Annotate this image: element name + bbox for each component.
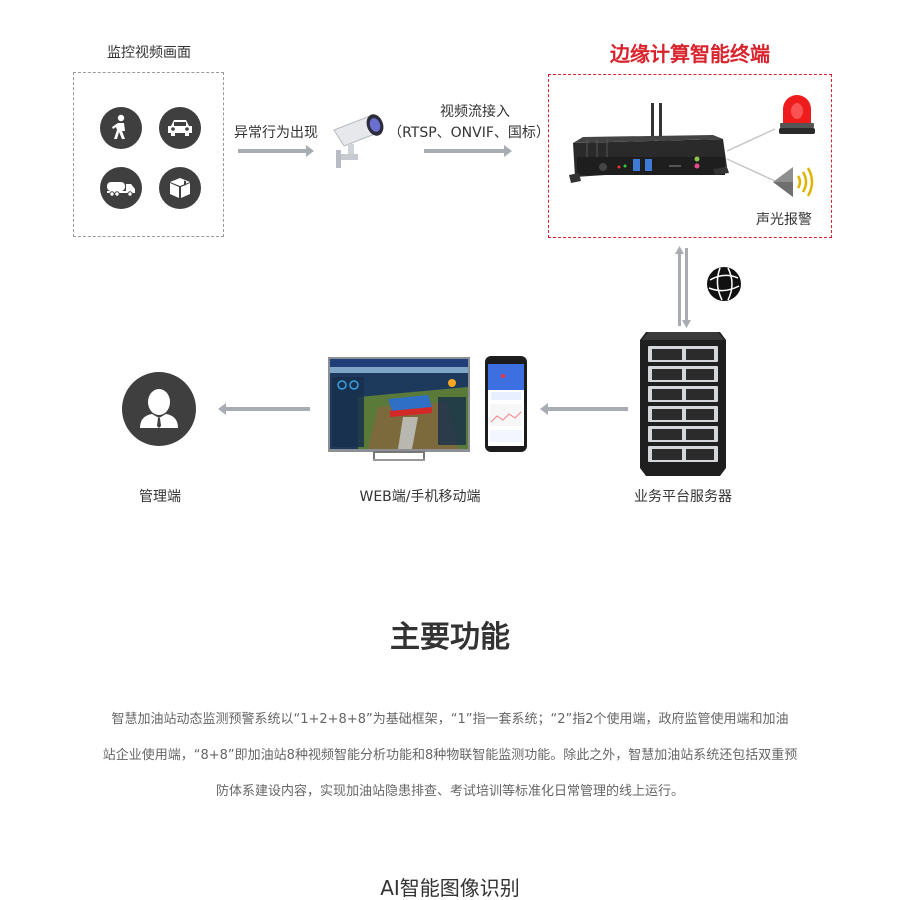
alarm-label: 声光报警 [756,212,812,228]
protocol-label: （RTSP、ONVIF、国标） [388,125,550,141]
monitoring-title: 监控视频画面 [107,45,191,61]
bidirectional-arrow [675,246,691,328]
arrow-right [238,145,314,157]
paragraph-line-1: 智慧加油站动态监测预警系统以“1+2+8+8”为基础框架，“1”指一套系统；“2… [111,712,789,727]
server-rack-icon [640,332,726,476]
connector-lines [726,128,776,182]
arrow-left [218,403,310,415]
edge-terminal-title: 边缘计算智能终端 [610,42,770,66]
truck-icon [100,167,142,209]
video-stream-label: 视频流接入 [440,104,510,120]
paragraph-line-3: 防体系建设内容，实现加油站隐患排查、考试培训等标准化日常管理的线上运行。 [215,784,684,799]
red-beacon-icon [777,95,817,137]
package-icon [159,167,201,209]
ai-image-recognition-title: AI智能图像识别 [380,876,520,900]
mobile-phone-icon [485,356,527,452]
arrow-right [424,145,512,157]
server-label: 业务平台服务器 [634,489,732,505]
car-icon [159,107,201,149]
abnormal-behavior-label: 异常行为出现 [234,125,318,141]
edge-terminal-box: 声光报警 [548,74,832,238]
cctv-camera-icon [330,112,385,170]
arrow-left [540,403,628,415]
paragraph-line-2: 站企业使用端，“8+8”即加油站8种视频智能分析功能和8种物联智能监测功能。除此… [102,748,798,763]
admin-label: 管理端 [139,489,181,505]
speaker-icon [771,165,817,199]
pedestrian-icon [100,107,142,149]
globe-network-icon [706,266,742,302]
monitor-dashboard-icon [328,357,470,461]
section-title: 主要功能 [390,620,510,655]
user-avatar-icon [122,372,196,446]
monitoring-box [73,72,224,237]
edge-box-computer-icon [563,101,731,193]
clients-label: WEB端/手机移动端 [359,489,481,505]
